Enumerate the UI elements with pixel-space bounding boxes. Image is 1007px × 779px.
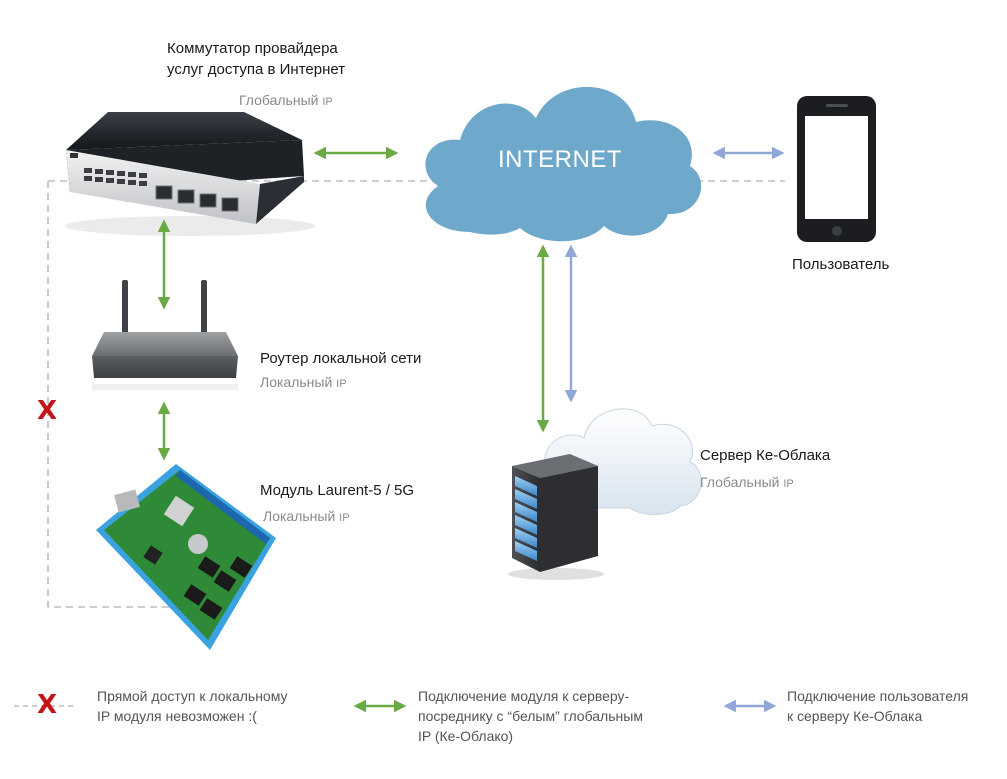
legend-user-link-line1: Подключение пользователя xyxy=(787,688,969,704)
server-subtitle-text: Глобальный xyxy=(700,474,784,490)
legend-module-link-text: Подключение модуля к серверу- посреднику… xyxy=(418,686,643,746)
server-rack-image xyxy=(508,454,604,580)
user-label: Пользователь xyxy=(792,256,890,273)
switch-subtitle-ip: IP xyxy=(322,96,333,108)
module-subtitle-text: Локальный xyxy=(263,508,340,524)
internet-cloud xyxy=(425,86,702,242)
legend-blocked-line2: IP модуля невозможен :( xyxy=(97,708,257,724)
internet-label: INTERNET xyxy=(498,146,622,173)
router-subtitle-text: Локальный xyxy=(260,374,337,390)
legend-blocked-line1: Прямой доступ к локальному xyxy=(97,688,288,704)
legend-user-link-text: Подключение пользователя к серверу Ке-Об… xyxy=(787,686,968,726)
legend-module-link-line1: Подключение модуля к серверу- xyxy=(418,688,630,704)
switch-subtitle-text: Глобальный xyxy=(239,92,323,108)
module-subtitle: Локальный IP xyxy=(263,508,350,524)
switch-title-line2: услуг доступа в Интернет xyxy=(167,61,346,78)
legend-blocked-x-mark: X xyxy=(37,690,58,720)
module-subtitle-ip: IP xyxy=(339,512,350,524)
router-title: Роутер локальной сети xyxy=(260,350,422,367)
switch-title-line1: Коммутатор провайдера xyxy=(167,40,338,57)
legend-blocked-text: Прямой доступ к локальному IP модуля нев… xyxy=(97,686,288,726)
module-title: Модуль Laurent-5 / 5G xyxy=(260,482,415,499)
switch-image xyxy=(65,112,315,236)
router-subtitle: Локальный IP xyxy=(260,374,347,390)
switch-title: Коммутатор провайдера услуг доступа в Ин… xyxy=(167,38,345,80)
server-subtitle: Глобальный IP xyxy=(700,474,794,490)
router-subtitle-ip: IP xyxy=(336,378,347,390)
legend-user-link-line2: к серверу Ке-Облака xyxy=(787,708,923,724)
legend-module-link-line2: посреднику с “белым” глобальным xyxy=(418,708,643,724)
laurent-module-image xyxy=(96,464,276,650)
smartphone-image xyxy=(797,96,876,242)
server-title: Сервер Ке-Облака xyxy=(700,447,831,464)
legend-module-link-line3: IP (Ке-Облако) xyxy=(418,728,514,744)
server-subtitle-ip: IP xyxy=(783,478,794,490)
switch-subtitle: Глобальный IP xyxy=(239,92,333,108)
blocked-x-mark: X xyxy=(37,396,58,426)
router-image xyxy=(92,280,238,390)
